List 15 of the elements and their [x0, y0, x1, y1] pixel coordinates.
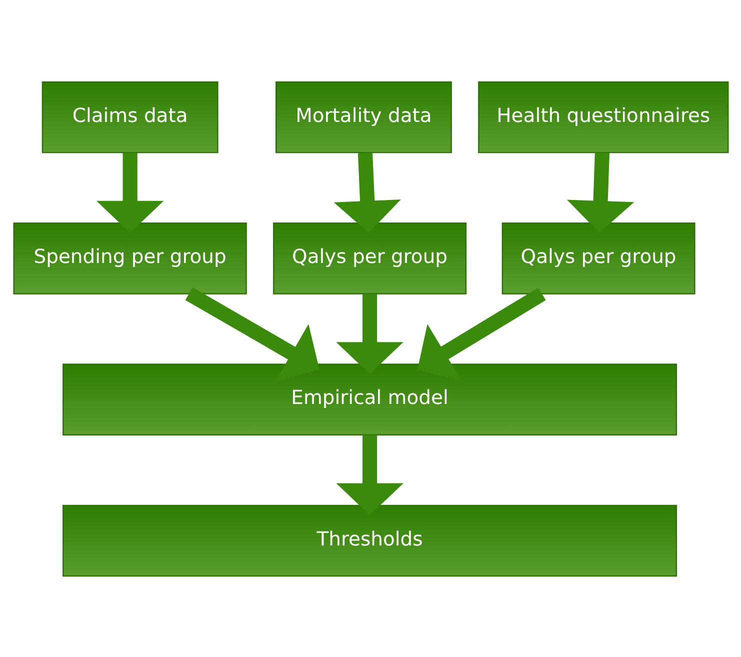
node-box: Claims data [41, 80, 218, 153]
node-box: Thresholds [62, 504, 677, 576]
arrow [96, 152, 164, 232]
node-box: Spending per group [12, 222, 246, 294]
arrow [184, 286, 319, 382]
arrow [333, 152, 400, 232]
node-box: Qalys per group [272, 222, 466, 294]
node-box: Qalys per group [501, 222, 695, 294]
arrow [336, 434, 403, 515]
node-box: Mortality data [274, 80, 452, 153]
node-box: Empirical model [62, 363, 677, 435]
arrow [336, 293, 403, 374]
arrow [416, 287, 546, 382]
arrow [566, 152, 634, 232]
node-box: Health questionnaires [478, 80, 728, 153]
